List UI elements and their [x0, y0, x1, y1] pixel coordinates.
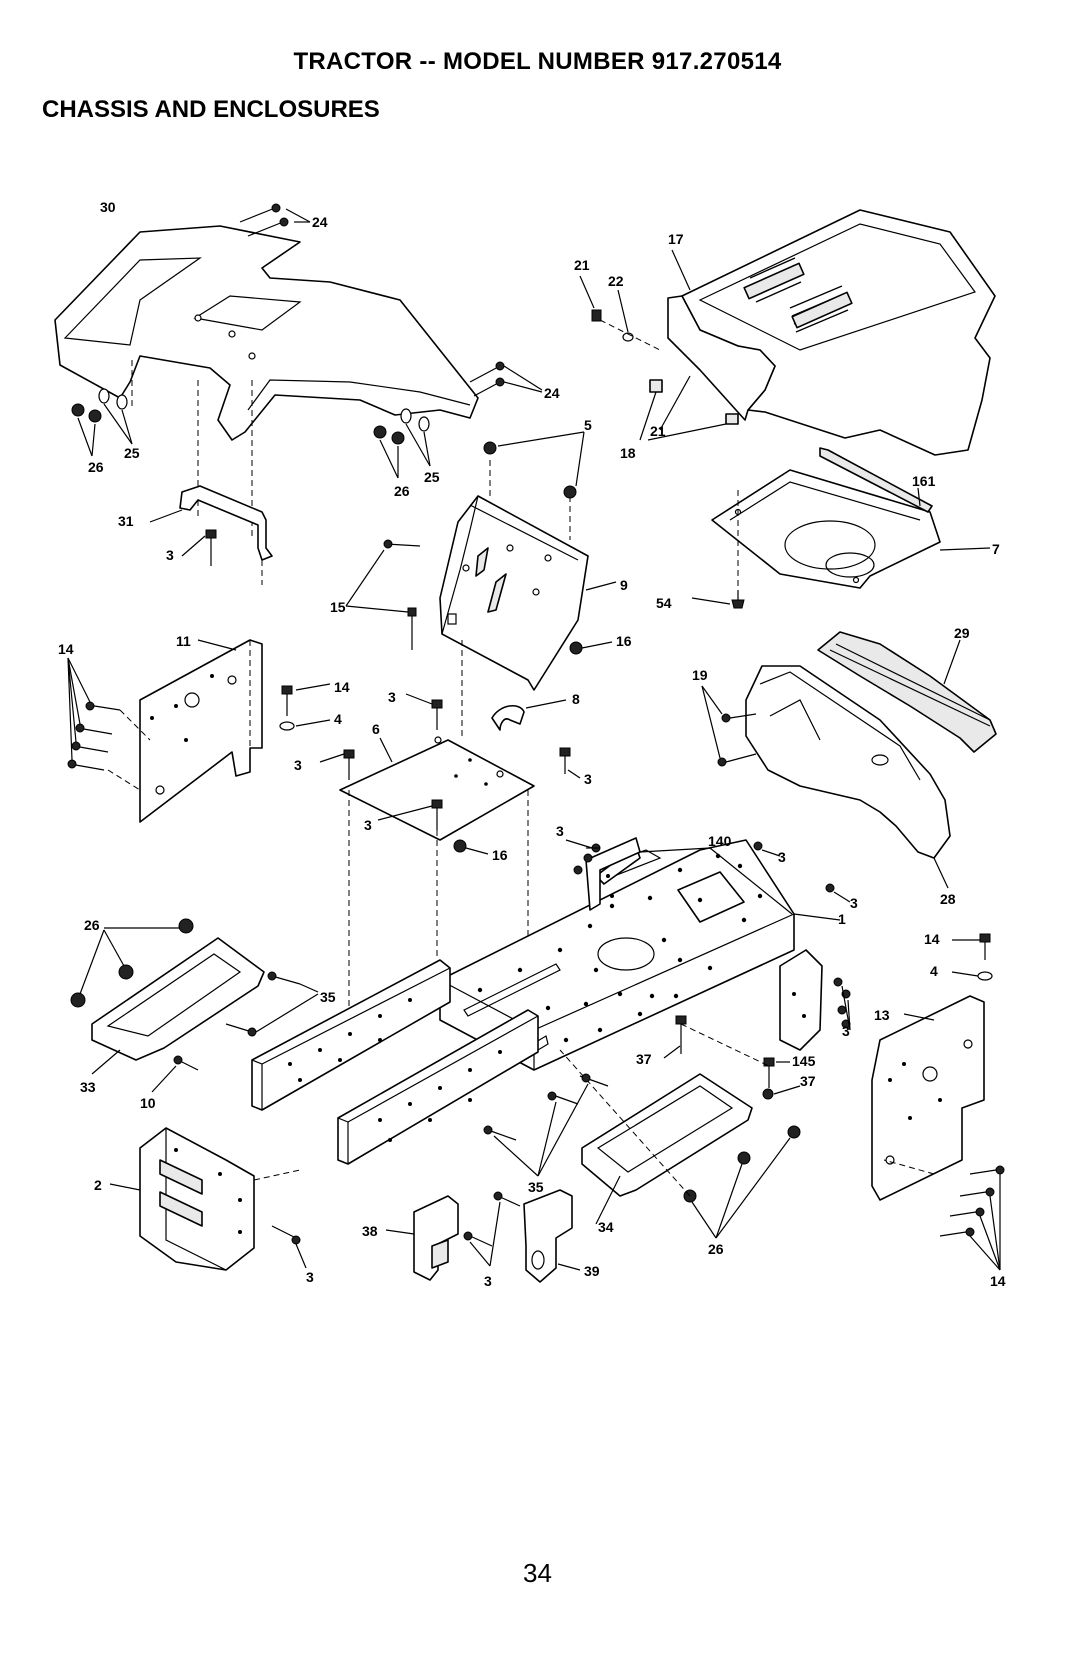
- bolt-hardware-10: [152, 1056, 198, 1092]
- callout-14: 14: [58, 641, 74, 657]
- callout-6: 6: [372, 721, 380, 737]
- callout-38: 38: [362, 1223, 378, 1239]
- callout-2: 2: [94, 1177, 102, 1193]
- nut-hardware-16-lower: [454, 840, 488, 854]
- callout-7: 7: [992, 541, 1000, 557]
- callout-26: 26: [88, 459, 104, 475]
- callout-31: 31: [118, 513, 134, 529]
- callout-33: 33: [80, 1079, 96, 1095]
- footrest-part-33: [92, 938, 264, 1074]
- bolt-hardware-24-right: [470, 362, 542, 396]
- callout-25: 25: [424, 469, 440, 485]
- callout-3: 3: [556, 823, 564, 839]
- callout-24: 24: [312, 214, 328, 230]
- nut-washer-hardware-left: [72, 389, 132, 456]
- bolt-hardware-3-under-31: [182, 530, 216, 566]
- callout-4: 4: [930, 963, 938, 979]
- bolt-washer-hardware-14-4-right: [952, 934, 992, 980]
- floor-pan-part-7: [712, 470, 990, 590]
- callout-28: 28: [940, 891, 956, 907]
- callout-25: 25: [124, 445, 140, 461]
- clip-part-8: [492, 700, 566, 730]
- callout-14: 14: [990, 1273, 1006, 1289]
- nut-hardware-16-upper: [570, 642, 612, 654]
- callout-54: 54: [656, 595, 672, 611]
- bracket-part-2: [110, 1128, 300, 1270]
- callout-26: 26: [394, 483, 410, 499]
- side-panel-part-11: [140, 640, 262, 822]
- callout-15: 15: [330, 599, 346, 615]
- nut-hardware-5: [484, 432, 584, 498]
- callout-24: 24: [544, 385, 560, 401]
- screw-hardware-54: [692, 590, 744, 608]
- callout-140: 140: [708, 833, 732, 849]
- callout-9: 9: [620, 577, 628, 593]
- callout-14: 14: [924, 931, 940, 947]
- callout-8: 8: [572, 691, 580, 707]
- callout-35: 35: [528, 1179, 544, 1195]
- callout-30: 30: [100, 199, 116, 215]
- nut-washer-hardware-middle: [374, 409, 430, 478]
- callout-3: 3: [584, 771, 592, 787]
- callout-37: 37: [636, 1051, 652, 1067]
- dash-panel-part-9: [440, 460, 616, 690]
- side-panel-part-13: [872, 996, 984, 1200]
- callout-3: 3: [484, 1273, 492, 1289]
- callout-1: 1: [838, 911, 846, 927]
- bracket-part-39: [524, 1190, 580, 1282]
- callout-10: 10: [140, 1095, 156, 1111]
- callout-3: 3: [364, 817, 372, 833]
- rear-fender-part-30: [55, 226, 478, 540]
- callout-161: 161: [912, 473, 936, 489]
- callout-11: 11: [176, 633, 191, 649]
- callout-3: 3: [388, 689, 396, 705]
- bolt-hardware-15: [346, 540, 420, 650]
- callout-37: 37: [800, 1073, 816, 1089]
- hood-part-17: [668, 210, 995, 455]
- callout-18: 18: [620, 445, 636, 461]
- callout-29: 29: [954, 625, 970, 641]
- callout-34: 34: [598, 1219, 614, 1235]
- callout-3: 3: [842, 1023, 850, 1039]
- callout-3: 3: [306, 1269, 314, 1285]
- footrest-part-34: [582, 1074, 752, 1224]
- callout-5: 5: [584, 417, 592, 433]
- bolt-hardware-3-brackets-38-39: [464, 1192, 520, 1266]
- callout-14: 14: [334, 679, 350, 695]
- callout-145: 145: [792, 1053, 816, 1069]
- callout-3: 3: [166, 547, 174, 563]
- bolt-hardware-24-top: [240, 204, 310, 236]
- page-number: 34: [0, 1558, 1075, 1589]
- callout-17: 17: [668, 231, 684, 247]
- callout-16: 16: [492, 847, 508, 863]
- callout-21: 21: [574, 257, 590, 273]
- bolt-washer-hardware-14-4: [280, 684, 330, 730]
- bolt-hardware-3-bracket-2: [272, 1226, 306, 1268]
- callout-16: 16: [616, 633, 632, 649]
- callout-3: 3: [850, 895, 858, 911]
- callout-35: 35: [320, 989, 336, 1005]
- callout-13: 13: [874, 1007, 890, 1023]
- callout-3: 3: [778, 849, 786, 865]
- callout-3: 3: [294, 757, 302, 773]
- callout-22: 22: [608, 273, 624, 289]
- callout-26: 26: [708, 1241, 724, 1257]
- callout-4: 4: [334, 711, 342, 727]
- callout-19: 19: [692, 667, 708, 683]
- callout-26: 26: [84, 917, 100, 933]
- callout-21: 21: [650, 423, 666, 439]
- bracket-part-38: [386, 1196, 458, 1280]
- bolt-hardware-14-left: [68, 658, 150, 790]
- callout-39: 39: [584, 1263, 600, 1279]
